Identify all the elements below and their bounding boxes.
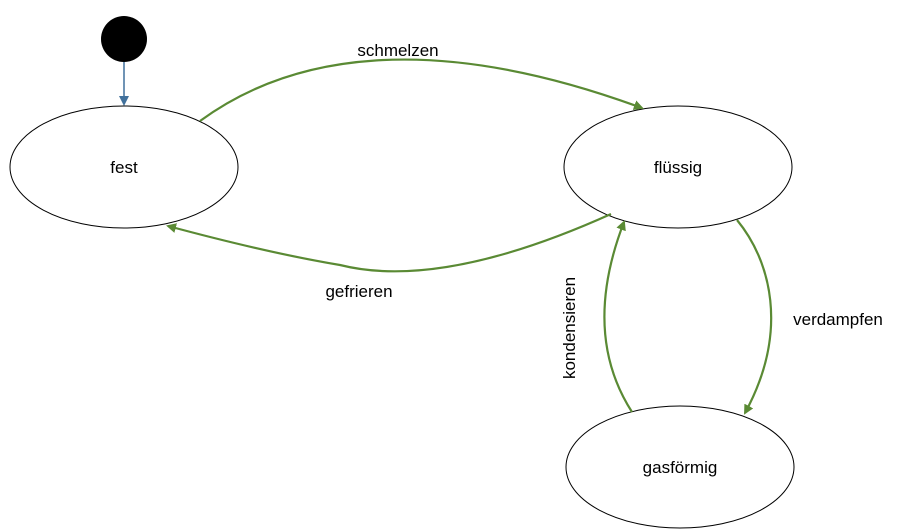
initial-state-node (101, 16, 147, 62)
state-fest: fest (9, 105, 239, 229)
transition-kondensieren-label: kondensieren (560, 277, 579, 379)
transition-gefrieren-arrow (166, 212, 612, 273)
state-fluessig: flüssig (563, 105, 793, 229)
transition-schmelzen-arrow (199, 58, 644, 122)
transition-verdampfen-arrow (736, 219, 773, 415)
transition-verdampfen-label: verdampfen (793, 310, 883, 329)
transition-gefrieren-label: gefrieren (325, 282, 392, 301)
state-gasfoermig: gasförmig (565, 405, 795, 529)
state-fluessig-label: flüssig (654, 158, 702, 177)
transition-schmelzen-label: schmelzen (357, 41, 438, 60)
state-fest-label: fest (110, 158, 138, 177)
state-gasfoermig-label: gasförmig (643, 458, 718, 477)
transition-kondensieren-arrow (603, 220, 633, 413)
